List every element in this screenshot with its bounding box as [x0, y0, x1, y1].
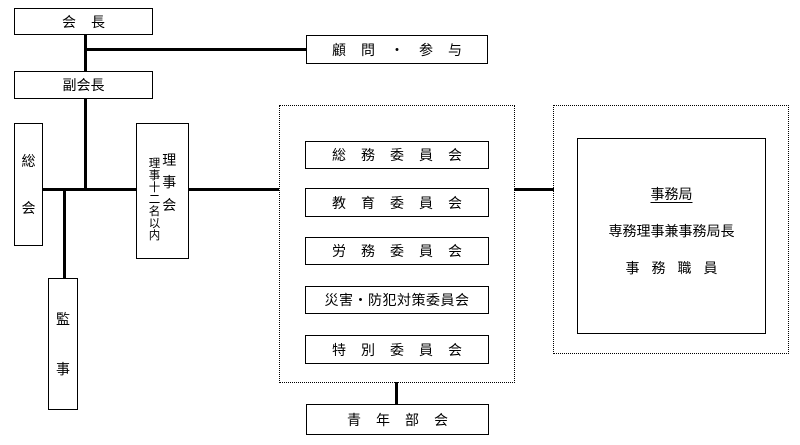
secretariat-line-2: 事務職員	[625, 261, 730, 277]
committees-group	[279, 105, 515, 383]
committee-disaster-crime-prevention: 災害・防犯対策委員会	[305, 286, 489, 314]
committees-to-secretariat-line	[514, 188, 554, 191]
directors-note-char: 以	[148, 216, 161, 231]
directors-note-char: 名	[148, 204, 161, 219]
secretariat-title: 事務局	[650, 187, 693, 203]
vice-chairman-box: 副会長	[14, 71, 153, 99]
directors-title-char: 会	[162, 197, 177, 214]
secretariat-line-1: 専務理事兼事務局長	[608, 224, 735, 240]
secretariat-group	[553, 105, 789, 354]
youth-division-box: 青年部会	[306, 404, 489, 435]
auditors-char-1: 監	[56, 312, 70, 328]
board-of-directors-box: 理 事 十 二 名 以 内 理 事 会	[136, 123, 189, 259]
committee-education: 教育委員会	[305, 188, 489, 217]
directors-note: 理 事 十 二 名 以 内	[148, 156, 161, 243]
advisors-connector	[84, 48, 306, 51]
directors-title-char: 事	[162, 175, 177, 192]
advisors-box: 顧問・参与	[306, 35, 488, 64]
secretariat-box: 事務局 専務理事兼事務局長 事務職員	[577, 138, 766, 334]
auditors-box: 監 事	[48, 278, 78, 410]
auditors-char-2: 事	[56, 362, 70, 378]
committee-general-affairs: 総務委員会	[305, 141, 489, 169]
auditors-connector	[63, 188, 66, 279]
directors-note-char: 理	[148, 156, 161, 170]
directors-to-committees-line	[188, 188, 279, 191]
directors-note-char: 事	[148, 168, 161, 183]
general-assembly-char-1: 総	[21, 154, 36, 170]
committee-labor: 労務委員会	[305, 237, 489, 265]
general-assembly-box: 総 会	[14, 123, 43, 246]
directors-title: 理 事 会	[162, 150, 176, 217]
youth-connector	[395, 382, 398, 405]
directors-note-char: 十	[148, 180, 161, 195]
main-horizontal-line	[42, 188, 137, 191]
committee-special: 特別委員会	[305, 335, 489, 364]
general-assembly-char-2: 会	[21, 201, 36, 217]
trunk-line-top	[84, 34, 87, 72]
directors-note-char: 内	[148, 228, 161, 243]
trunk-line-middle	[84, 98, 87, 191]
chairman-box: 会長	[14, 8, 153, 35]
directors-note-char: 二	[148, 192, 161, 207]
directors-title-char: 理	[162, 153, 177, 169]
